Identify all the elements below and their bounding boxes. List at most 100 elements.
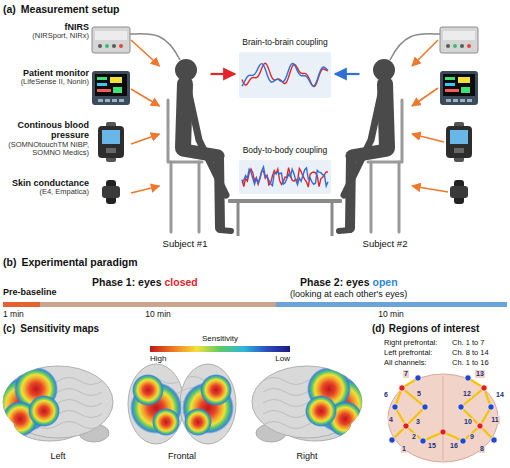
- cerebellum: [79, 424, 109, 442]
- channel-number: 3: [415, 418, 421, 426]
- channel-number: 8: [479, 445, 485, 453]
- channel-line: [468, 378, 484, 388]
- brain-view: [0, 366, 113, 442]
- device-part: [446, 126, 472, 158]
- device-part: [445, 89, 459, 92]
- brain-hemisphere: [128, 364, 184, 444]
- device-part: [450, 186, 468, 198]
- detector-optode: [460, 438, 466, 444]
- panel-letter: (b): [3, 256, 16, 268]
- channel-number: 2: [411, 433, 417, 441]
- device-part: [454, 122, 464, 162]
- brain-gyrus: [263, 389, 351, 396]
- sensitivity-patch: [28, 395, 60, 427]
- channel-number: 12: [462, 390, 472, 398]
- phase-label: Phase 2: eyes: [300, 276, 369, 288]
- baseline-bar: [3, 302, 40, 307]
- roi-name: Right prefrontal:: [384, 339, 437, 348]
- figure-part: [385, 84, 387, 148]
- channel-number: 1: [401, 445, 407, 453]
- channel-number: 15: [427, 442, 437, 450]
- brain-gyrus: [138, 410, 226, 417]
- sensitivity-patch: [184, 408, 212, 436]
- device-part: [113, 87, 122, 93]
- source-optode: [440, 429, 446, 435]
- device-part: [95, 74, 127, 96]
- colorbar-end: Low: [275, 354, 290, 363]
- figure-part: [189, 94, 226, 195]
- device-part: [92, 71, 130, 105]
- brain-gyrus: [14, 400, 102, 407]
- channel-number: 11: [490, 416, 499, 424]
- figure-part: [168, 100, 202, 162]
- colorbar-title: Sensitivity: [202, 334, 238, 343]
- fnirs-cable: [390, 34, 440, 60]
- channel-number: 14: [495, 391, 505, 399]
- channel-line: [480, 426, 494, 440]
- channel-line: [392, 426, 406, 440]
- sensitivity-patch: [307, 367, 351, 411]
- device-light: [460, 44, 464, 48]
- cerebellum: [256, 424, 286, 442]
- figure-part: [198, 162, 201, 232]
- brain-gyrus: [138, 421, 226, 428]
- device-part: [97, 77, 107, 80]
- detector-optode: [389, 437, 395, 443]
- source-optode: [403, 423, 409, 429]
- patient-monitor: [440, 71, 478, 105]
- coupling-wave: [242, 63, 328, 86]
- figure-part: [183, 150, 218, 156]
- channel-line: [406, 426, 423, 441]
- panel-heading: Brain-to-brain coupling: [242, 38, 328, 48]
- figure-part: [219, 158, 220, 228]
- device-name: Patient monitor: [5, 68, 89, 78]
- brain-lobe: [14, 405, 86, 441]
- wristband-device: [450, 180, 468, 204]
- device-part: [106, 180, 116, 204]
- device-part: [119, 99, 124, 102]
- device-label: fNIRS(NIRSport, NIRx): [3, 20, 131, 60]
- sensitivity-patch: [130, 382, 182, 434]
- figure-part: [370, 162, 373, 232]
- device-part: [443, 31, 475, 40]
- brain-gyrus: [14, 422, 102, 429]
- device-light: [446, 44, 450, 48]
- device-part: [106, 148, 116, 153]
- brain-top-view: [388, 374, 498, 462]
- connector-arrow: [335, 73, 360, 75]
- subject-figure: Subject #2: [360, 52, 411, 250]
- channel-line: [406, 407, 425, 426]
- channel-number: 5: [416, 390, 422, 398]
- source-optode: [481, 385, 487, 391]
- panel-letter: (a): [3, 3, 16, 15]
- roi-channels: Ch. 8 to 14: [452, 349, 489, 358]
- device-part: [105, 99, 110, 102]
- device-label: Patient monitor(LifeSense II, Nonin): [3, 66, 131, 112]
- channel-line: [395, 407, 406, 426]
- coupling-panel: Brain-to-brain coupling: [235, 38, 335, 100]
- sensor-arrow: [412, 134, 444, 142]
- sensitivity-patch: [152, 408, 180, 436]
- device-name: Skin conductance: [5, 178, 89, 188]
- device-part: [467, 99, 472, 102]
- figure-part: [352, 150, 387, 156]
- subject-figure: [339, 59, 402, 232]
- brain-gyrus: [138, 388, 226, 395]
- device-model: (NIRSport, NIRx): [5, 32, 89, 41]
- channel-line: [402, 378, 418, 388]
- device-part: [454, 148, 464, 153]
- device-part: [97, 89, 111, 92]
- sensitivity-patch: [14, 367, 58, 411]
- brain-gyrus: [14, 411, 102, 418]
- duration-label: 10 min: [378, 310, 404, 320]
- device-part: [102, 130, 120, 144]
- figure-part: [344, 94, 381, 195]
- device-part: [98, 126, 124, 158]
- phase-label: closed: [164, 276, 197, 288]
- subject-label: Subject #1: [163, 239, 208, 250]
- source-optode: [399, 385, 405, 391]
- panel-title: Sensitivity maps: [20, 323, 99, 335]
- device-part: [112, 99, 117, 102]
- panel-title: Experimental paradigm: [21, 256, 137, 268]
- device-part: [110, 77, 122, 83]
